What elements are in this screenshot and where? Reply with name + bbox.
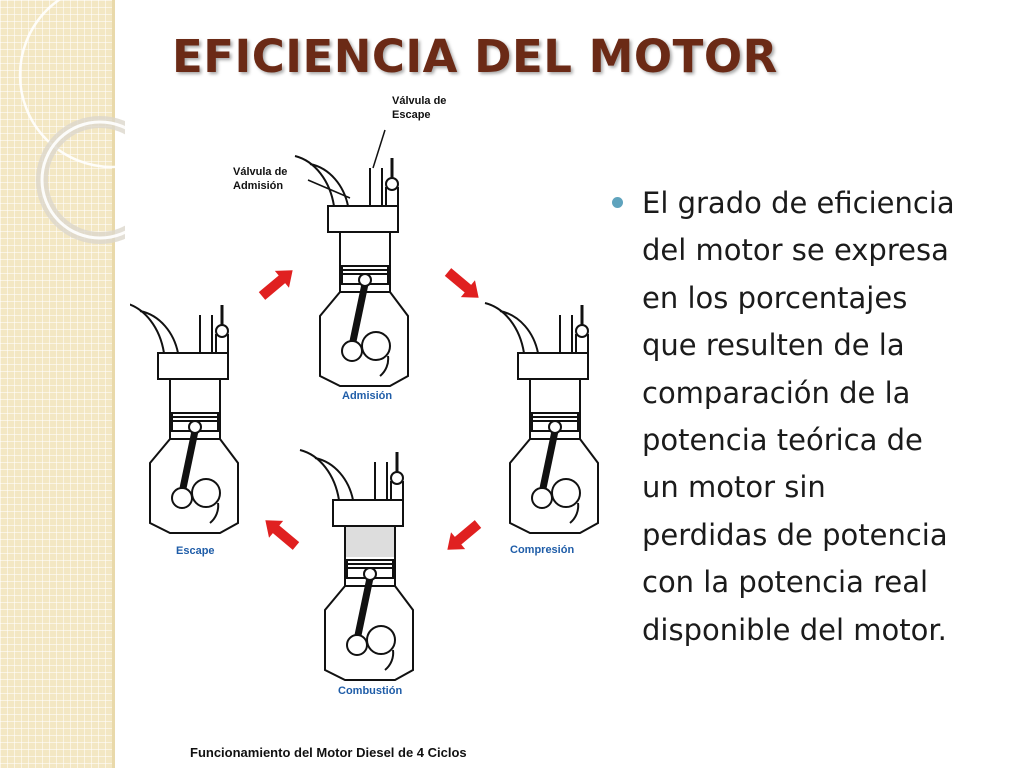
label-intake-valve-line1: Válvula de bbox=[233, 166, 287, 178]
arrow-combustion-to-exhaust bbox=[258, 511, 304, 555]
label-exhaust-valve-line2: Escape bbox=[392, 109, 431, 121]
stage-label-intake: Admisión bbox=[342, 390, 392, 402]
bullet-dot-icon bbox=[612, 197, 623, 208]
arrow-compression-to-combustion bbox=[440, 515, 486, 559]
stage-label-compression: Compresión bbox=[510, 544, 574, 556]
slide-title: EFICIENCIA DEL MOTOR bbox=[172, 30, 778, 83]
bullet-text: El grado de eficiencia del motor se expr… bbox=[642, 186, 955, 647]
stage-label-exhaust: Escape bbox=[176, 545, 215, 557]
stage-label-combustion: Combustión bbox=[338, 685, 402, 697]
diesel-cycle-diagram: Válvula de Escape Válvula de Admisión Ad… bbox=[130, 95, 610, 760]
engine-exhaust-illustration bbox=[130, 303, 238, 533]
decorative-rings bbox=[18, 0, 125, 244]
engine-combustion-illustration bbox=[300, 450, 413, 680]
arrow-intake-to-compression bbox=[440, 263, 486, 307]
diagram-caption: Funcionamiento del Motor Diesel de 4 Cic… bbox=[190, 745, 467, 760]
engine-compression-illustration bbox=[485, 303, 598, 533]
label-exhaust-valve-line1: Válvula de bbox=[392, 95, 446, 107]
side-divider-line bbox=[112, 0, 115, 768]
label-intake-valve-line2: Admisión bbox=[233, 180, 283, 192]
arrow-exhaust-to-intake bbox=[254, 261, 300, 305]
engine-intake-illustration bbox=[295, 156, 408, 386]
